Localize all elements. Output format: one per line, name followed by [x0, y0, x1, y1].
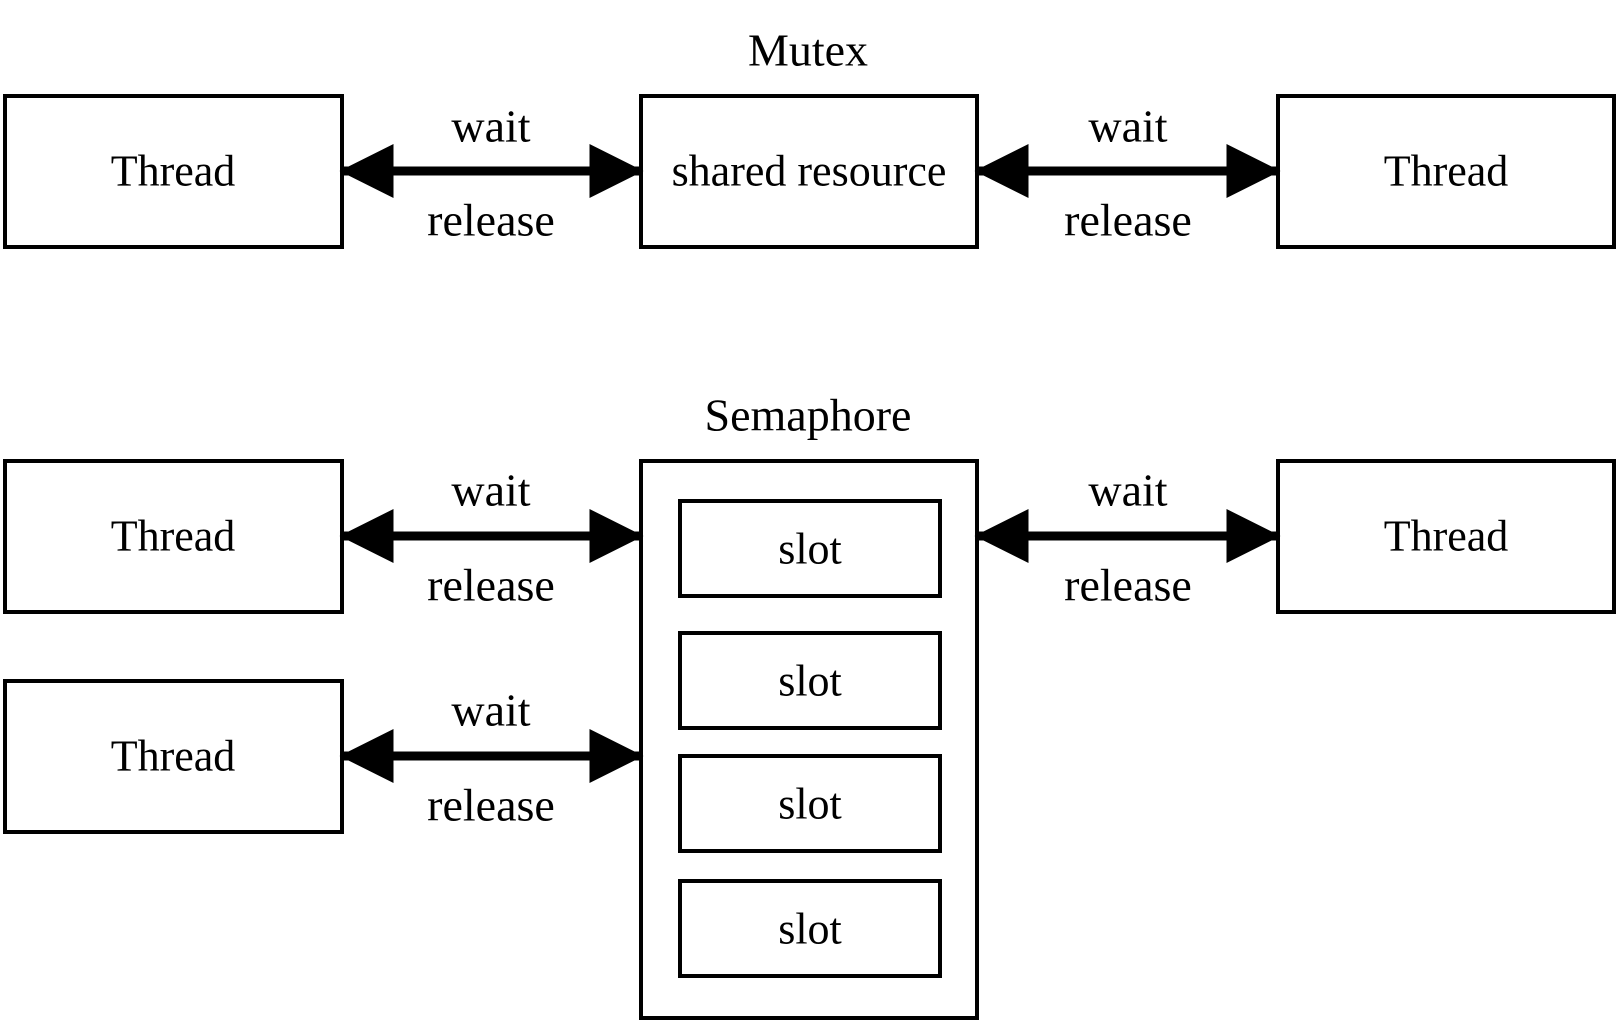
semaphore-left-bottom-release-label: release	[427, 780, 555, 831]
mutex-title: Mutex	[748, 25, 868, 76]
semaphore-slot-4-label: slot	[778, 905, 842, 954]
semaphore-right-edge: wait release	[974, 465, 1281, 611]
semaphore-left-thread-bottom: Thread	[3, 679, 344, 834]
mutex-right-release-label: release	[1064, 195, 1192, 246]
semaphore-left-top-wait-label: wait	[451, 465, 530, 516]
semaphore-slot-2-label: slot	[778, 657, 842, 706]
semaphore-slot-3-label: slot	[778, 780, 842, 829]
semaphore-slot-1-label: slot	[778, 525, 842, 574]
semaphore-slot-4: slot	[678, 879, 942, 978]
mutex-shared-resource-box	[639, 94, 979, 249]
semaphore-right-thread-box	[1276, 459, 1616, 614]
semaphore-slot-3-box	[678, 754, 942, 853]
mutex-shared-resource: shared resource	[639, 94, 979, 249]
mutex-left-wait-label: wait	[451, 101, 530, 152]
semaphore-left-thread-bottom-label: Thread	[111, 732, 236, 781]
mutex-right-edge: wait release	[974, 101, 1281, 246]
mutex-left-thread: Thread	[3, 94, 344, 249]
semaphore-left-top-release-label: release	[427, 560, 555, 611]
semaphore-slot-4-box	[678, 879, 942, 978]
semaphore-slot-2-box	[678, 631, 942, 730]
mutex-right-thread: Thread	[1276, 94, 1616, 249]
semaphore-container: slot slot slot slot	[639, 459, 979, 1020]
semaphore-left-thread-top-label: Thread	[111, 512, 236, 561]
mutex-left-thread-box	[3, 94, 344, 249]
semaphore-title: Semaphore	[705, 390, 912, 441]
semaphore-slot-1-box	[678, 499, 942, 598]
semaphore-left-thread-top-box	[3, 459, 344, 614]
semaphore-left-bottom-wait-label: wait	[451, 685, 530, 736]
mutex-left-edge: wait release	[339, 101, 644, 246]
mutex-right-thread-label: Thread	[1384, 147, 1509, 196]
mutex-left-release-label: release	[427, 195, 555, 246]
semaphore-right-thread: Thread	[1276, 459, 1616, 614]
mutex-right-wait-label: wait	[1088, 101, 1167, 152]
semaphore-left-edge-bottom: wait release	[339, 685, 644, 831]
semaphore-left-edge-top: wait release	[339, 465, 644, 611]
mutex-left-thread-label: Thread	[111, 147, 236, 196]
semaphore-right-thread-label: Thread	[1384, 512, 1509, 561]
semaphore-right-wait-label: wait	[1088, 465, 1167, 516]
semaphore-right-release-label: release	[1064, 560, 1192, 611]
semaphore-slot-1: slot	[678, 499, 942, 598]
semaphore-left-thread-top: Thread	[3, 459, 344, 614]
mutex-right-thread-box	[1276, 94, 1616, 249]
mutex-shared-resource-label: shared resource	[672, 147, 947, 196]
semaphore-slot-3: slot	[678, 754, 942, 853]
semaphore-slot-2: slot	[678, 631, 942, 730]
